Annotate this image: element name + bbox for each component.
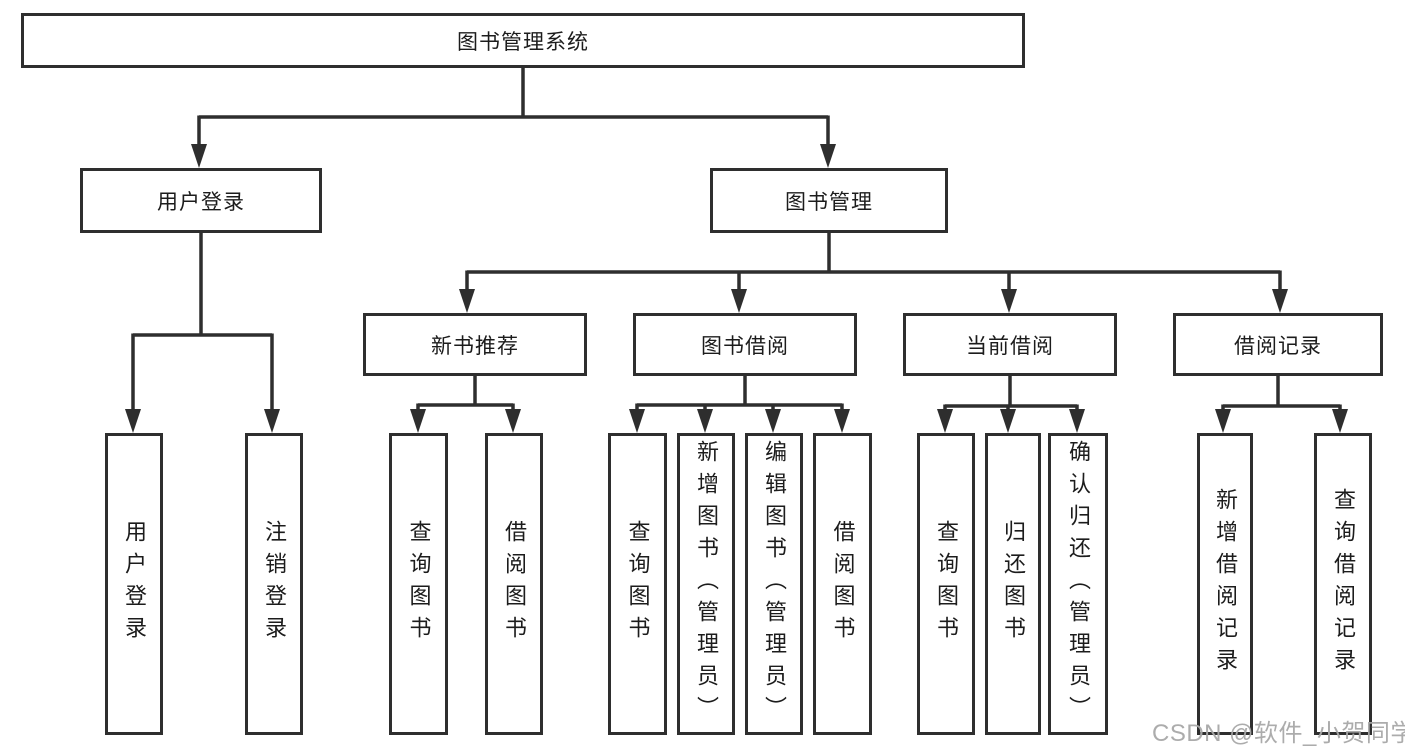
leaf-label: 借阅图书 <box>830 520 856 648</box>
node-book-borrow: 图书借阅 <box>633 313 857 376</box>
leaf-query-borrow-record: 查询借阅记录 <box>1314 433 1372 735</box>
node-label: 借阅记录 <box>1234 334 1322 358</box>
leaf-query-books-2: 查询图书 <box>608 433 667 735</box>
leaf-edit-books-admin: 编辑图书（管理员） <box>745 433 803 735</box>
leaf-logout: 注销登录 <box>245 433 303 735</box>
leaf-add-borrow-record: 新增借阅记录 <box>1197 433 1253 735</box>
node-root: 图书管理系统 <box>21 13 1025 68</box>
node-label: 用户登录 <box>157 190 245 214</box>
leaf-label: 注销登录 <box>262 520 287 648</box>
leaf-label: 用户登录 <box>122 520 147 648</box>
leaf-confirm-return-admin: 确认归还（管理员） <box>1048 433 1108 735</box>
leaf-user-login: 用户登录 <box>105 433 163 735</box>
node-user-login: 用户登录 <box>80 168 322 233</box>
leaf-label: 查询图书 <box>406 520 432 648</box>
leaf-borrow-books-1: 借阅图书 <box>485 433 543 735</box>
leaf-label: 查询图书 <box>934 520 959 648</box>
node-label: 图书借阅 <box>701 334 789 358</box>
csdn-watermark: CSDN @软件_小贺同学 <box>1152 720 1405 747</box>
node-current-borrow: 当前借阅 <box>903 313 1117 376</box>
leaf-label: 新增借阅记录 <box>1213 488 1238 680</box>
node-label: 图书管理 <box>785 190 873 214</box>
leaf-label: 查询图书 <box>625 520 651 648</box>
node-new-book-recommend: 新书推荐 <box>363 313 587 376</box>
leaf-query-books-3: 查询图书 <box>917 433 975 735</box>
leaf-return-books: 归还图书 <box>985 433 1041 735</box>
leaf-label: 新增图书（管理员） <box>694 440 719 728</box>
leaf-borrow-books-2: 借阅图书 <box>813 433 872 735</box>
leaf-label: 查询借阅记录 <box>1331 488 1356 680</box>
leaf-query-books-1: 查询图书 <box>389 433 448 735</box>
node-borrow-records: 借阅记录 <box>1173 313 1383 376</box>
leaf-label: 借阅图书 <box>502 520 527 648</box>
leaf-add-books-admin: 新增图书（管理员） <box>677 433 735 735</box>
node-book-management: 图书管理 <box>710 168 948 233</box>
leaf-label: 确认归还（管理员） <box>1066 440 1091 728</box>
node-label: 当前借阅 <box>966 334 1054 358</box>
arrowhead-icons <box>125 144 1348 433</box>
leaf-label: 归还图书 <box>1001 520 1026 648</box>
node-root-label: 图书管理系统 <box>457 30 589 54</box>
leaf-label: 编辑图书（管理员） <box>762 440 787 728</box>
node-label: 新书推荐 <box>431 334 519 358</box>
